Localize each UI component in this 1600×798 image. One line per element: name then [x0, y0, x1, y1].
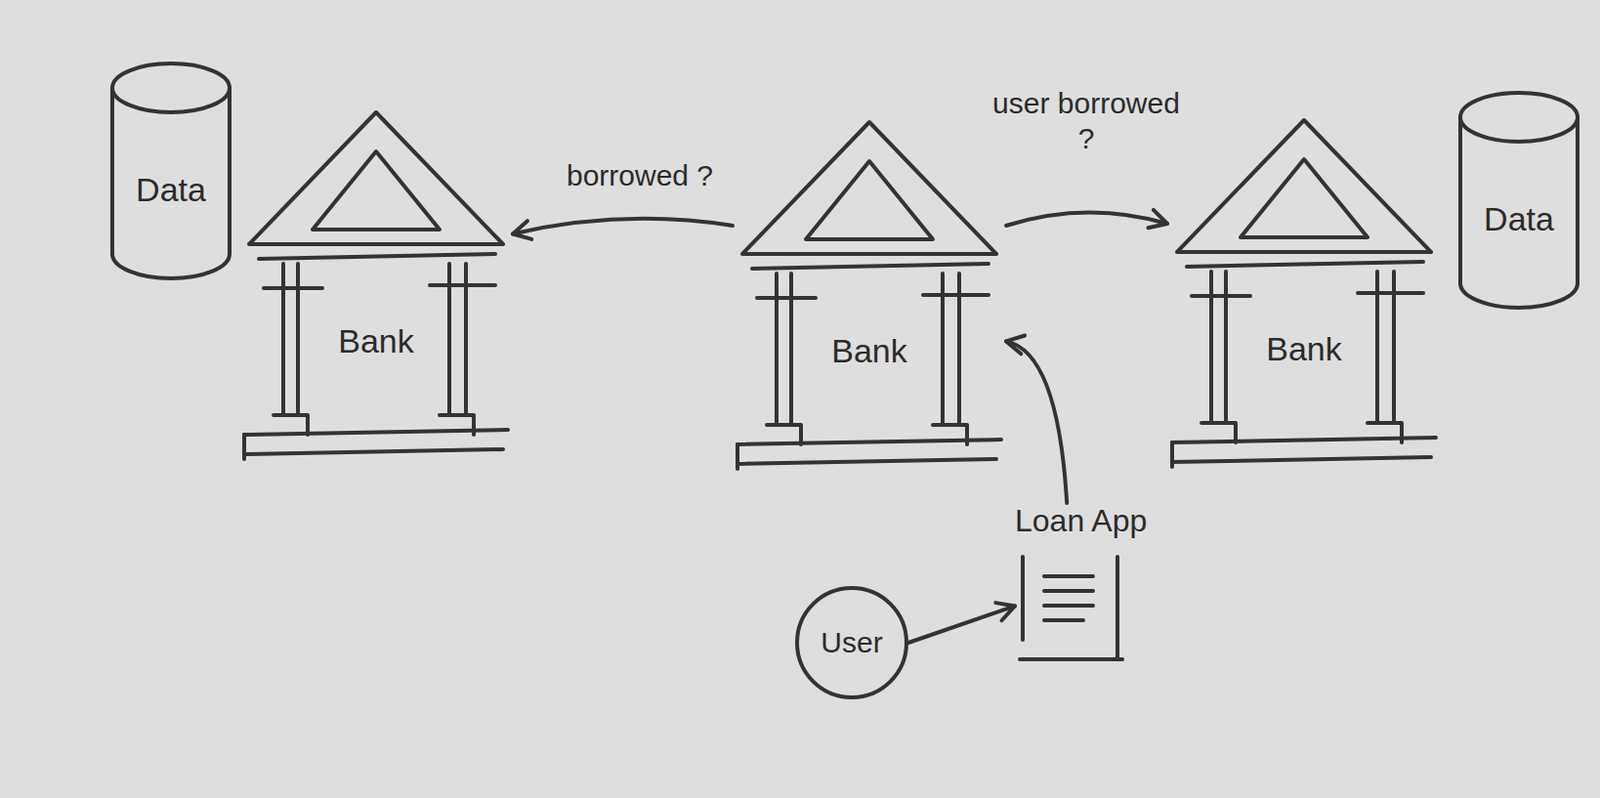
node-label: Bank — [337, 322, 415, 361]
node-label: Bank — [1265, 330, 1343, 369]
edge-label: borrowed ? — [551, 158, 728, 194]
connector-arrow — [512, 218, 733, 240]
node-label: Bank — [831, 332, 908, 371]
bank-building: Bank — [732, 117, 1007, 479]
connector-arrow — [1006, 210, 1168, 228]
node-label: User — [820, 626, 883, 661]
document-icon — [1014, 547, 1128, 665]
bank-outline — [1167, 115, 1441, 477]
data-store: Data — [107, 58, 235, 284]
loan-application: Loan App — [1014, 503, 1164, 665]
bank-outline — [732, 117, 1007, 479]
data-store: Data — [1455, 87, 1583, 313]
node-label: Data — [135, 170, 207, 210]
node-label: Data — [1483, 200, 1555, 239]
bank-outline — [239, 107, 513, 469]
cylinder-outline — [107, 58, 235, 284]
node-label: Loan App — [1014, 503, 1147, 540]
bank-building: Bank — [239, 107, 513, 469]
connector-arrow — [1006, 336, 1067, 504]
edge-label: user borrowed ? — [988, 85, 1184, 157]
bank-building: Bank — [1167, 115, 1441, 477]
connector-arrow — [908, 602, 1015, 643]
cylinder-outline — [1455, 87, 1583, 313]
user-circle: User — [795, 586, 909, 700]
